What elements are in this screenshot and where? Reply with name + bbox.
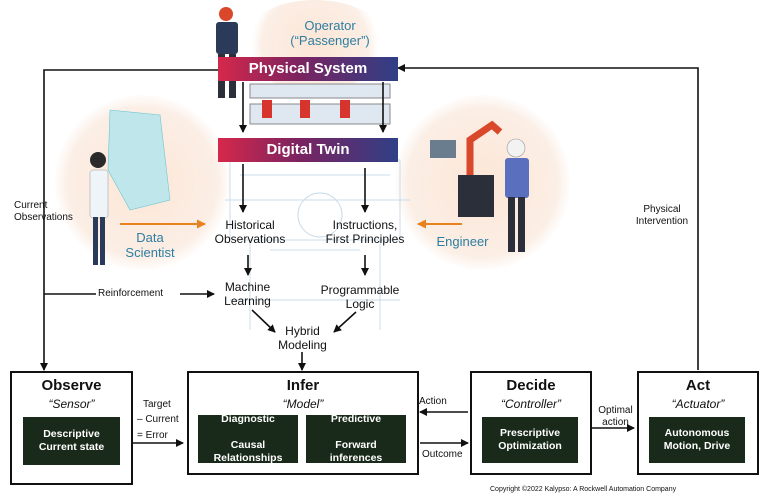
digital-twin-banner: Digital Twin — [218, 138, 398, 162]
instructions-label: Instructions, First Principles — [325, 218, 405, 246]
observe-subtitle: “Sensor” — [48, 397, 95, 411]
operator-figure — [216, 7, 238, 98]
infer-title: Infer — [286, 377, 320, 394]
observe-title: Observe — [41, 377, 102, 394]
decide-subtitle: “Controller” — [500, 397, 561, 411]
optimal-action-label: Optimal action — [598, 405, 633, 428]
engineer-figure — [430, 120, 529, 252]
historical-observations-label: Historical Observations — [214, 218, 286, 246]
target-label: Target — [143, 399, 171, 410]
data-scientist-figure — [89, 109, 171, 265]
decide-title: Decide — [506, 377, 556, 394]
minus-current-label: – Current — [137, 414, 179, 425]
outcome-label: Outcome — [422, 449, 463, 460]
action-label: Action — [419, 396, 447, 407]
hybrid-modeling-label: Hybrid Modeling — [278, 324, 327, 352]
current-observations-label: Current Observations — [14, 200, 73, 223]
physical-intervention-label: Physical Intervention — [635, 204, 689, 227]
decide-inner: Prescriptive Optimization — [482, 417, 578, 463]
infer-subtitle: “Model” — [282, 397, 324, 411]
infer-diagnostic: Diagnostic Causal Relationships — [198, 413, 298, 464]
decide-box: Decide “Controller” Prescriptive Optimiz… — [470, 371, 592, 475]
reinforcement-label: Reinforcement — [98, 288, 164, 299]
programmable-logic-label: Programmable Logic — [320, 283, 400, 311]
machine-learning-label: Machine Learning — [224, 280, 271, 308]
infer-box: Infer “Model” Diagnostic Causal Relation… — [187, 371, 419, 475]
physical-system-banner: Physical System — [218, 57, 398, 81]
observe-inner: Descriptive Current state — [23, 417, 120, 465]
copyright: Copyright ©2022 Kalypso: A Rockwell Auto… — [490, 486, 677, 493]
engineer-label: Engineer — [436, 234, 489, 249]
infer-predictive: Predictive Forward inferences — [306, 413, 406, 464]
data-scientist-label: Data Scientist — [125, 230, 175, 260]
act-box: Act “Actuator” Autonomous Motion, Drive — [637, 371, 759, 475]
equals-error-label: = Error — [137, 430, 168, 441]
act-subtitle: “Actuator” — [671, 397, 725, 411]
act-title: Act — [685, 377, 711, 394]
observe-box: Observe “Sensor” Descriptive Current sta… — [10, 371, 133, 485]
operator-label: Operator (“Passenger”) — [290, 18, 370, 48]
act-inner: Autonomous Motion, Drive — [649, 417, 745, 463]
